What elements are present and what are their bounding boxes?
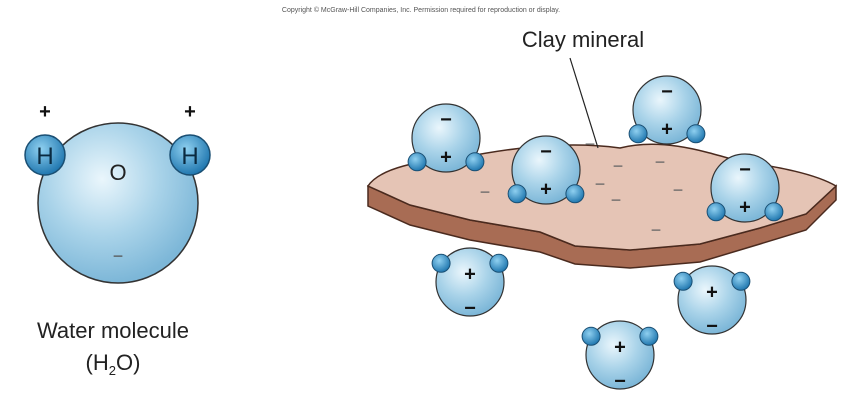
copyright-text: Copyright © McGraw-Hill Companies, Inc. … — [282, 6, 560, 14]
small-water-molecule: +− — [432, 248, 508, 319]
svg-text:(H2O): (H2O) — [86, 350, 141, 378]
small-plus-sign: + — [706, 281, 718, 303]
small-hydrogen-atom — [707, 203, 725, 221]
small-minus-sign: − — [440, 109, 452, 131]
small-hydrogen-atom — [629, 125, 647, 143]
small-water-molecule: +− — [408, 104, 484, 172]
water-molecule-large: H H O + + − — [25, 101, 210, 283]
clay-charge: − — [611, 190, 622, 210]
small-plus-sign: + — [739, 197, 751, 219]
small-water-molecule: +− — [674, 266, 750, 337]
small-hydrogen-atom — [640, 327, 658, 345]
clay-charge: − — [651, 220, 662, 240]
small-minus-sign: − — [540, 141, 552, 163]
small-minus-sign: − — [739, 159, 751, 181]
formula-sub: 2 — [109, 363, 116, 378]
small-hydrogen-atom — [732, 272, 750, 290]
small-plus-sign: + — [661, 119, 673, 141]
oxygen-symbol: O — [109, 160, 126, 185]
clay-charge: − — [613, 156, 624, 176]
clay-charge: − — [585, 134, 596, 154]
plus-sign-left: + — [39, 101, 51, 123]
clay-mineral-label: Clay mineral — [522, 27, 644, 52]
small-water-molecule: +− — [629, 76, 705, 144]
small-hydrogen-atom — [508, 185, 526, 203]
small-hydrogen-atom — [466, 153, 484, 171]
clay-charge: − — [595, 174, 606, 194]
plus-sign-right: + — [184, 101, 196, 123]
small-plus-sign: + — [464, 263, 476, 285]
small-hydrogen-atom — [765, 203, 783, 221]
small-hydrogen-atom — [408, 153, 426, 171]
small-minus-sign: − — [464, 297, 476, 319]
formula-post: O) — [116, 350, 140, 375]
hydrogen-symbol-right: H — [181, 143, 198, 170]
small-hydrogen-atom — [674, 272, 692, 290]
small-water-molecule: +− — [582, 321, 658, 392]
minus-sign-oxygen: − — [113, 246, 124, 266]
small-hydrogen-atom — [432, 254, 450, 272]
small-minus-sign: − — [661, 81, 673, 103]
formula-pre: (H — [86, 350, 109, 375]
small-hydrogen-atom — [566, 185, 584, 203]
small-hydrogen-atom — [582, 327, 600, 345]
small-minus-sign: − — [706, 315, 718, 337]
small-hydrogen-atom — [687, 125, 705, 143]
small-plus-sign: + — [614, 336, 626, 358]
water-molecule-label: Water molecule — [37, 318, 189, 343]
small-minus-sign: − — [614, 370, 626, 392]
clay-charge: − — [655, 152, 666, 172]
water-formula: (H2O) — [86, 350, 141, 378]
clay-charge: − — [673, 180, 684, 200]
hydrogen-symbol-left: H — [36, 143, 53, 170]
small-hydrogen-atom — [490, 254, 508, 272]
small-plus-sign: + — [540, 179, 552, 201]
small-plus-sign: + — [440, 147, 452, 169]
clay-charge: − — [480, 182, 491, 202]
